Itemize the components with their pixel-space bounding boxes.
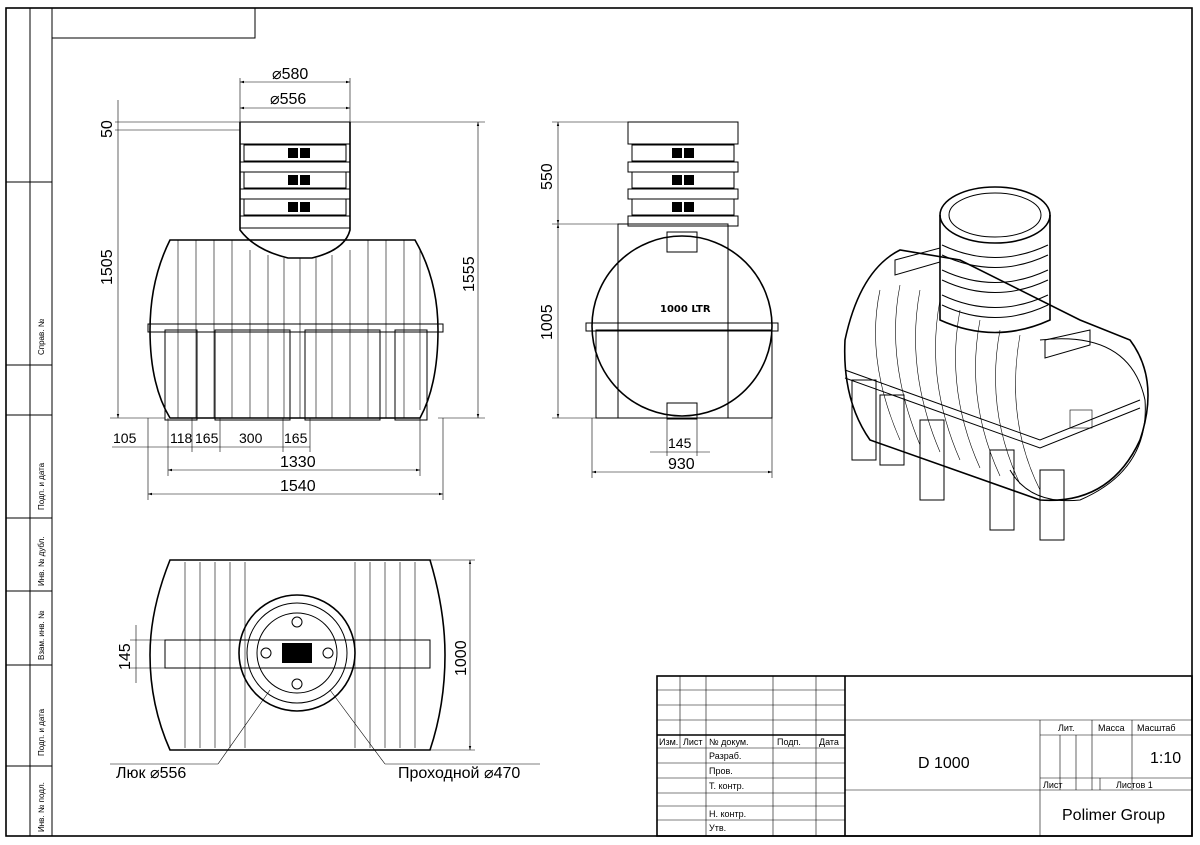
- stamp-podp-2: Подп. и дата: [37, 708, 46, 756]
- col-podp: Подп.: [777, 737, 801, 747]
- dim-165b: 165: [284, 430, 308, 446]
- dim-1000: 1000: [453, 640, 470, 676]
- side-view: 1000 LTR 550 1005 145 930: [539, 121, 779, 478]
- isometric-view: [843, 186, 1149, 541]
- dim-1555: 1555: [461, 256, 478, 292]
- title-block: Изм. Лист № докум. Подп. Дата Разраб. Пр…: [656, 675, 1193, 837]
- sheet-label: Лист: [1043, 780, 1063, 790]
- col-list: Лист: [683, 737, 703, 747]
- row-nkontr: Н. контр.: [709, 809, 746, 819]
- row-razrab: Разраб.: [709, 751, 741, 761]
- row-prov: Пров.: [709, 766, 733, 776]
- dim-d580: ⌀580: [272, 66, 308, 83]
- col-izm: Изм.: [659, 737, 678, 747]
- tank-volume-label: 1000 LTR: [660, 304, 711, 315]
- dim-145-top: 145: [117, 643, 134, 670]
- sheet-frame: [5, 7, 1193, 837]
- dim-300: 300: [239, 430, 263, 446]
- col-data: Дата: [819, 737, 839, 747]
- lit-label: Лит.: [1058, 723, 1075, 733]
- label-hatch: Люк ⌀556: [116, 765, 186, 782]
- stamp-podp-1: Подп. и дата: [37, 462, 46, 510]
- dim-105: 105: [113, 430, 137, 446]
- mass-label: Масса: [1098, 723, 1125, 733]
- top-view: 145 1000 Люк ⌀556 Проходной ⌀470: [110, 559, 540, 782]
- stamp-inv-podl: Инв. № подл.: [37, 782, 46, 832]
- front-view: ⌀580 ⌀556 50 1505 1555 105 118 165 300 1…: [99, 66, 485, 500]
- scale-label: Масштаб: [1137, 723, 1176, 733]
- dim-1505: 1505: [99, 249, 116, 285]
- stamp-vzam: Взам. инв. №: [37, 610, 46, 660]
- col-nodokum: № докум.: [709, 737, 749, 747]
- dim-1005: 1005: [539, 304, 556, 340]
- stamp-inv-dubl: Инв. № дубл.: [37, 536, 46, 586]
- dim-1540: 1540: [280, 478, 316, 495]
- stamp-sprav: Справ. №: [37, 318, 46, 355]
- dim-118: 118: [170, 430, 193, 446]
- dim-930: 930: [668, 456, 695, 473]
- dim-1330: 1330: [280, 454, 316, 471]
- row-tkontr: Т. контр.: [709, 781, 744, 791]
- dim-550: 550: [539, 163, 556, 190]
- side-stamps: Справ. № Подп. и дата Инв. № дубл. Взам.…: [37, 318, 46, 832]
- label-passage: Проходной ⌀470: [398, 765, 520, 782]
- company-name: Polimer Group: [1062, 807, 1165, 824]
- row-utv: Утв.: [709, 823, 726, 833]
- dim-d556: ⌀556: [270, 91, 306, 108]
- dim-145-side: 145: [668, 435, 692, 451]
- sheets-label: Листов 1: [1116, 780, 1153, 790]
- dim-165a: 165: [195, 430, 219, 446]
- dim-50: 50: [99, 120, 116, 138]
- designation: D 1000: [918, 755, 970, 772]
- scale-value: 1:10: [1150, 750, 1181, 767]
